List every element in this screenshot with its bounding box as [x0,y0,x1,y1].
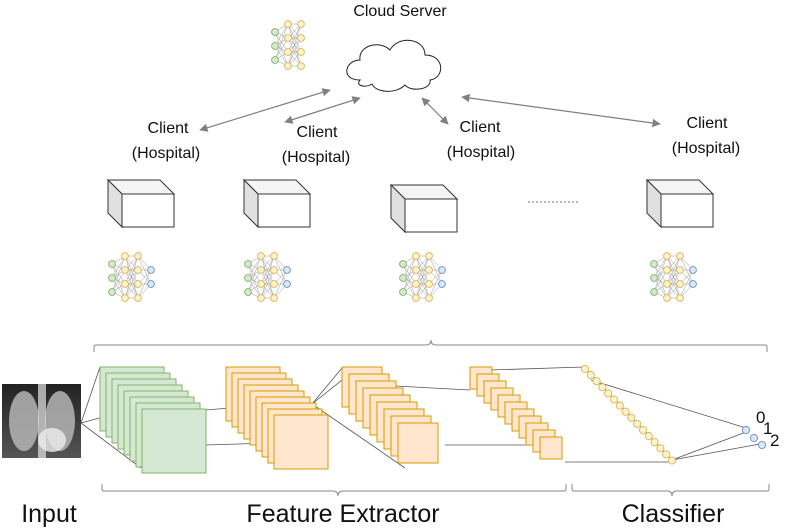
section-label-feature-extractor: Feature Extractor [246,500,439,528]
cloud-server: Cloud Server [346,3,447,92]
conv-block-3 [341,366,439,464]
client-data-cube-4 [645,178,715,229]
client-model-icon-4 [650,252,697,302]
output-node-0 [741,425,751,435]
client-model-icon-2 [244,252,291,302]
section-label-input: Input [21,500,77,528]
feature-extractor-brace [101,484,567,497]
arrow-client-2 [284,96,361,124]
server-model-icon [271,20,305,70]
cnn-architecture [80,364,767,474]
architecture-brace [93,339,768,352]
output-node-2 [757,440,767,450]
client-3-label-line2: (Hospital) [447,144,515,161]
output-label-0: 0 [756,408,765,427]
communication-arrows [199,88,661,132]
client-2-label-line2: (Hospital) [282,149,350,166]
client-1-label-line2: (Hospital) [132,145,200,162]
client-data-cube-1 [106,178,176,229]
client-model-icon-1 [108,252,155,302]
arrow-client-3 [421,97,449,125]
cloud-server-label: Cloud Server [353,3,447,20]
client-data-cube-2 [242,178,312,229]
arrow-client-4 [461,93,661,128]
output-label-1: 1 [763,419,772,438]
client-local-models [108,252,697,302]
client-data-cube-3 [389,183,459,234]
output-classes: 0 1 2 [756,408,779,450]
cloud-icon [346,40,442,92]
section-label-classifier: Classifier [622,500,725,528]
conv-block-2 [225,366,329,470]
output-node-1 [749,433,759,443]
server-model-network [271,20,305,70]
output-nodes [741,425,767,450]
client-data-stores [106,178,715,234]
client-2-label-line1: Client [297,124,338,141]
chest-xray-input-image [2,384,81,458]
classifier-brace [571,484,770,497]
client-4-label-line1: Client [687,115,728,132]
client-3-label-line1: Client [460,119,501,136]
client-model-icon-3 [399,252,446,302]
client-labels: Client (Hospital) Client (Hospital) Clie… [132,115,740,166]
output-label-2: 2 [770,431,779,450]
conv-block-4 [469,366,563,460]
client-1-label-line1: Client [148,120,189,137]
client-4-label-line2: (Hospital) [672,140,740,157]
fully-connected-layer [580,364,677,465]
conv-block-1 [99,366,207,474]
